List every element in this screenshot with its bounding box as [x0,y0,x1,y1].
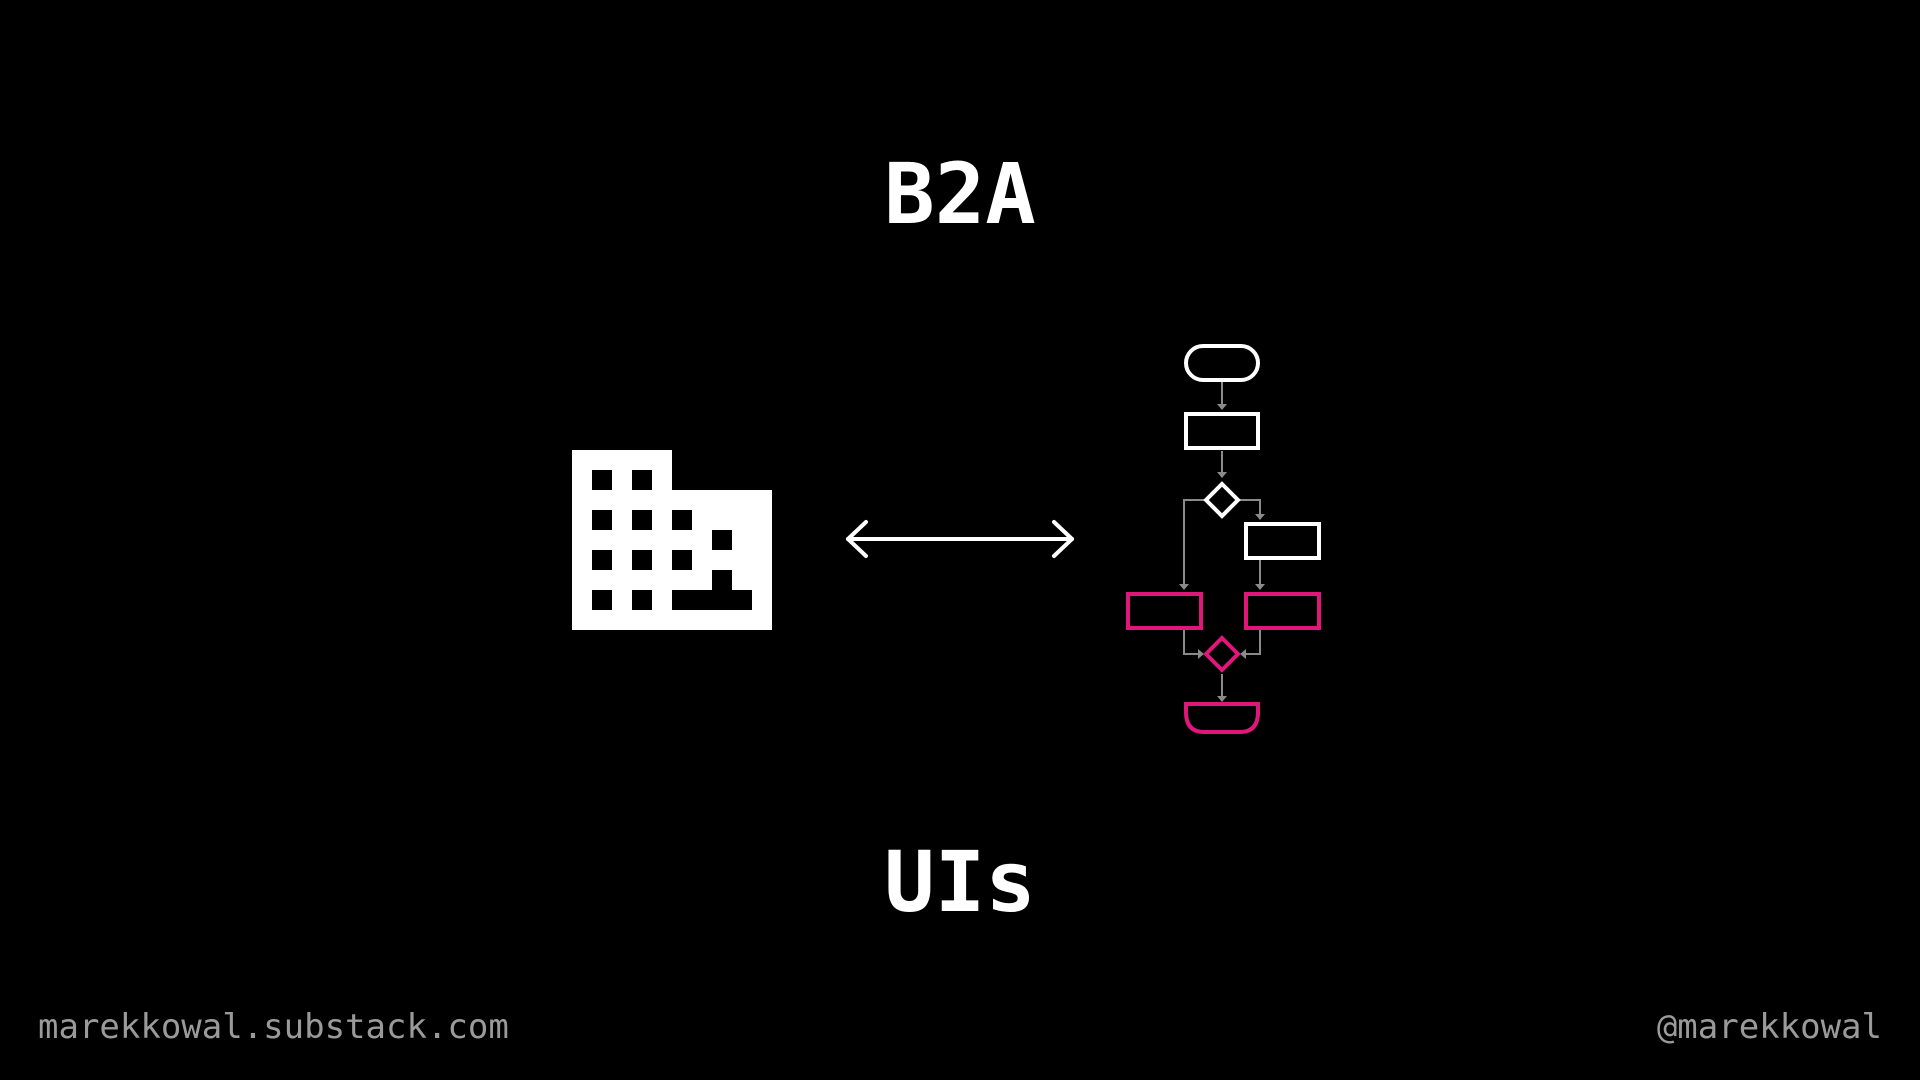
flowchart-process-shape [1244,522,1321,560]
flowchart-icon [1126,344,1321,734]
title-b2a: B2A [884,145,1036,243]
flowchart-process-shape [1244,592,1321,630]
footer-website: marekkowal.substack.com [38,1007,509,1047]
title-uis: UIs [884,833,1036,931]
flowchart-terminal-shape [1184,344,1260,382]
flowchart-decision-shape [1203,481,1241,519]
flowchart-process-shape [1126,592,1203,630]
flowchart-decision-shape [1203,635,1241,673]
double-arrow-icon [846,520,1074,558]
footer-handle: @marekkowal [1656,1007,1882,1047]
flowchart-process-shape [1184,412,1260,450]
flowchart-output-shape [1184,702,1260,734]
office-building-icon [572,450,772,630]
